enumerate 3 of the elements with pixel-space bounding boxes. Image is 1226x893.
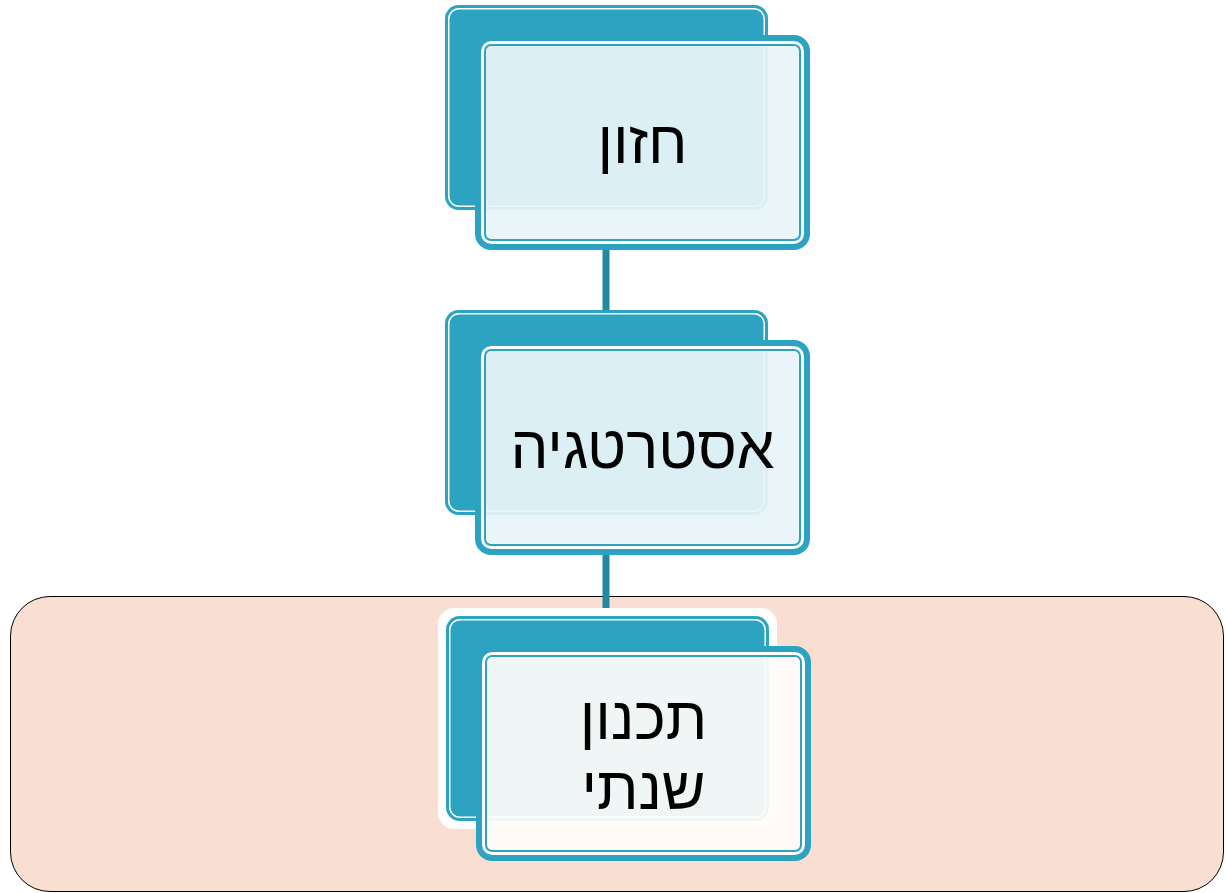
panel-box bbox=[10, 596, 1224, 892]
connector-line bbox=[602, 555, 610, 608]
connector-line bbox=[602, 250, 610, 310]
